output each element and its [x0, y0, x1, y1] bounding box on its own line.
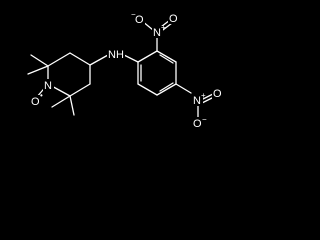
mask-nitro-top-o1 [168, 12, 179, 24]
nitro-top-n-label: N [153, 27, 161, 39]
bond-ar5-ar6 [137, 83, 158, 96]
oxyl-o-label: O [31, 96, 40, 108]
bond-c2-methyl-a [30, 54, 49, 67]
bond-c4-nh [89, 54, 109, 66]
nitro-right-o-charge: − [202, 115, 207, 124]
atom-labels: N H N O • N + O O − N + O O − [30, 10, 223, 130]
bond-c2-methyl-b [27, 65, 49, 75]
bond-ar4-no2 [175, 83, 192, 94]
benzene-ring [137, 36, 192, 96]
mask-nitro-right-o1 [212, 87, 223, 99]
nitro-right-charge: + [201, 91, 206, 100]
nitro-right-o2-label: O [193, 118, 202, 130]
mask-amine [107, 47, 125, 60]
double-bond-inner-c [159, 82, 174, 92]
mask-nitro-top-o2 [134, 13, 145, 25]
mask-nitro-right-n [192, 94, 203, 106]
mask-nitro-right-o2 [192, 117, 203, 129]
bond-c4-c3 [69, 52, 91, 66]
nitro-top-o2-label: O [135, 14, 144, 26]
amine-h-label: H [116, 49, 124, 61]
nitro-top-o-charge: − [131, 10, 136, 19]
chemical-structure-diagram: N H N O • N + O O − N + O O − [27, 10, 223, 130]
bond-c3-c2 [47, 52, 71, 67]
bond-c6-c5 [69, 83, 91, 97]
nitro-top-charge: + [161, 23, 166, 32]
bond-ar4-ar5 [156, 83, 177, 96]
mask-nitro-top-n [152, 26, 163, 38]
bond-ar1-ar2 [137, 50, 158, 63]
bond-nh-aryl [123, 54, 139, 63]
bond-c6-methyl-a [51, 95, 71, 108]
nitro-top-o1-label: O [169, 13, 178, 25]
nitro-right-n-label: N [193, 95, 201, 107]
bond-ar2-ar3 [156, 50, 177, 63]
amine-n-label: N [108, 49, 116, 61]
ring-n-label: N [44, 80, 52, 92]
amine-linker [89, 54, 139, 66]
double-bond-inner-b [159, 54, 174, 64]
radical-dot: • [40, 91, 43, 100]
bond-c6-methyl-b [69, 95, 75, 116]
mask-ring-n [43, 79, 54, 91]
mask-oxyl [30, 95, 41, 107]
nitro-right-o1-label: O [213, 88, 222, 100]
